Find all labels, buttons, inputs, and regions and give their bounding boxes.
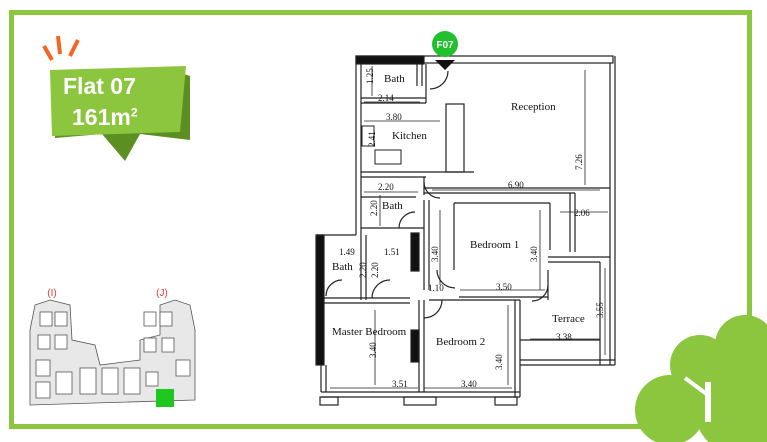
tree-blob [735,345,767,405]
key-plan-unit [123,367,141,395]
fridge-icon [361,125,375,147]
key-plan-unit [39,311,53,327]
dim-label: 3.40 [529,246,539,262]
key-plan-unit [161,337,175,353]
key-plan-unit [101,367,119,395]
entrance-marker [432,31,458,57]
room-label-master-bedroom: Master Bedroom [332,326,407,338]
door-swing [429,70,449,90]
flat-area: 161m2 [72,104,182,131]
wall-solid [410,232,420,272]
room-labels: Bath Reception Kitchen Bath Bedroom 1 Ba… [332,73,585,348]
dim-label: 1.10 [428,283,444,293]
dim-label: 7.26 [574,154,584,170]
door-swing [531,284,549,302]
door-swing [371,279,391,299]
dim-label: 1.25 [365,68,375,84]
badge-shape [42,35,190,161]
wall-stub [403,396,437,406]
dim-label: 2.41 [367,131,377,147]
dim-label: 6.90 [508,180,524,190]
dimension-lines [330,66,608,389]
door-swing [325,279,343,297]
room-label-terrace: Terrace [552,313,585,325]
tree-blob [635,375,705,442]
flat-number: Flat 07 [63,73,136,99]
flat-area-unit: 2 [130,105,138,120]
dim-label: 2.20 [370,262,380,278]
spark-line [68,39,80,57]
room-label-reception: Reception [511,101,556,113]
key-plan-unit [79,367,97,395]
key-plan-unit [159,311,173,327]
dimension-labels: 1.25 2.14 3.80 2.41 7.26 2.20 6.90 2.20 … [339,68,605,389]
dim-label: 3.40 [461,379,477,389]
door-swing [398,211,416,229]
key-plan-selected-unit [156,389,174,407]
flat-badge [40,35,190,161]
dim-label: 2.20 [378,182,394,192]
door-swing [423,299,443,319]
left-wall-solid [315,234,325,366]
entrance-arrow-icon [435,60,455,70]
dim-label: 3.38 [556,332,572,342]
dim-label: 2.06 [574,208,590,218]
key-plan-unit [175,359,191,377]
dim-label: 1.51 [384,247,400,257]
flat-area-value: 161m [72,104,131,130]
badge-body [50,66,186,136]
key-plan-unit [145,371,159,387]
key-plan-unit [35,381,51,399]
tree-branch [683,376,710,397]
key-plan-unit [35,359,51,377]
key-plan [29,299,196,406]
key-plan-label-i: (I) [47,288,56,299]
room-label-bath-small: Bath [332,261,353,273]
key-plan-unit [37,334,51,350]
room-label-bedroom1: Bedroom 1 [470,239,519,251]
dim-label: 3.50 [496,282,512,292]
dim-label: 2.20 [358,262,368,278]
tree-trunk [705,382,711,422]
dim-label: 3.80 [386,112,402,122]
entrance-marker-label: F07 [436,40,454,51]
dim-label: 3.40 [430,246,440,262]
wall-stub [319,396,339,406]
dim-label: 3.55 [595,302,605,318]
spark-line [56,35,62,55]
key-plan-unit [143,311,157,327]
dim-label: 3.40 [494,354,504,370]
key-plan-label-j: (J) [156,288,168,299]
top-wall-solid [355,55,425,65]
door-swing [436,269,456,289]
green-frame [9,10,752,429]
decorative-tree-icon [635,315,767,442]
key-plan-unit [54,311,68,327]
key-plan-unit [54,334,68,350]
wall-stub [494,396,518,406]
key-plan-unit [143,337,157,353]
door-swing [423,181,441,199]
stove-icon [374,149,402,165]
dim-label: 3.51 [392,379,408,389]
key-plan-unit [55,371,73,395]
kitchen-counter [445,103,465,173]
dim-label: 3.40 [368,342,378,358]
room-label-kitchen: Kitchen [392,130,427,142]
dim-label: 2.20 [369,200,379,216]
spark-line [42,45,54,61]
dim-label: 1.49 [339,247,355,257]
room-label-bath-top: Bath [384,73,405,85]
wall-solid [410,329,420,363]
plan-walls [315,55,616,406]
dim-label: 2.14 [378,93,394,103]
room-label-bath-mid: Bath [382,200,403,212]
room-label-bedroom2: Bedroom 2 [436,336,485,348]
